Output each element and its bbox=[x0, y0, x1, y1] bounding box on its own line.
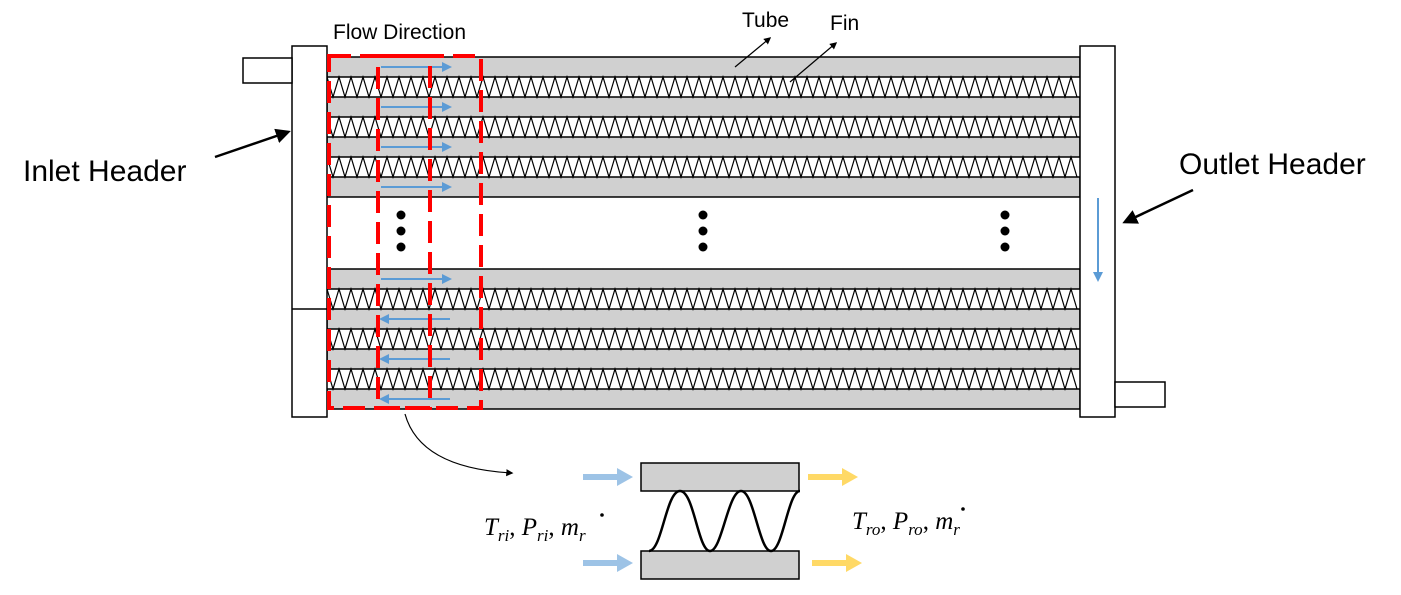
vertical-ellipsis-icon bbox=[396, 210, 1010, 252]
outlet-mass-flow-dot bbox=[961, 507, 965, 511]
inlet-arrow-top-icon bbox=[583, 468, 633, 486]
control-volume-boxes bbox=[327, 54, 483, 410]
fin-3 bbox=[326, 154, 1078, 180]
control-volume-detail: Tri, Pri, mr Tro, Pro, mr bbox=[484, 462, 965, 580]
fin-layer bbox=[326, 74, 1078, 392]
inlet-arrow-bottom-icon bbox=[583, 554, 633, 572]
inlet-flow-arrows bbox=[583, 468, 633, 572]
control-volume-outer bbox=[327, 54, 483, 410]
inlet-pipe bbox=[242, 57, 293, 84]
detail-bottom-tube bbox=[640, 550, 800, 580]
outlet-arrow-bottom-icon bbox=[812, 554, 862, 572]
flow-arrows bbox=[379, 62, 452, 404]
outlet-pipe bbox=[1114, 381, 1166, 408]
outlet-header-label: Outlet Header bbox=[1179, 148, 1366, 181]
fin-pointer-arrow bbox=[789, 42, 838, 83]
control-volume-inner bbox=[376, 54, 432, 410]
fin-1 bbox=[326, 74, 1078, 100]
fin-5 bbox=[326, 326, 1078, 352]
tube-pointer-arrow bbox=[734, 37, 772, 68]
outlet-flow-arrows bbox=[808, 468, 862, 572]
inlet-header-pointer-arrow bbox=[214, 128, 291, 159]
fin-4 bbox=[326, 286, 1078, 312]
flow-direction-label: Flow Direction bbox=[333, 21, 466, 44]
detail-pointer-arrow bbox=[404, 413, 514, 477]
tube-label: Tube bbox=[742, 9, 789, 32]
inlet-header bbox=[291, 45, 328, 418]
detail-top-tube bbox=[640, 462, 800, 492]
inlet-mass-flow-dot bbox=[600, 513, 604, 517]
inlet-conditions: Tri, Pri, mr bbox=[484, 514, 586, 545]
fin-6 bbox=[326, 366, 1078, 392]
inlet-header-label: Inlet Header bbox=[23, 155, 186, 188]
outlet-header-pointer-arrow bbox=[1122, 188, 1194, 224]
fin-2 bbox=[326, 114, 1078, 140]
detail-fin-wave bbox=[648, 489, 801, 553]
outlet-conditions: Tro, Pro, mr bbox=[852, 508, 960, 539]
fin-label: Fin bbox=[830, 12, 859, 35]
outlet-arrow-top-icon bbox=[808, 468, 858, 486]
